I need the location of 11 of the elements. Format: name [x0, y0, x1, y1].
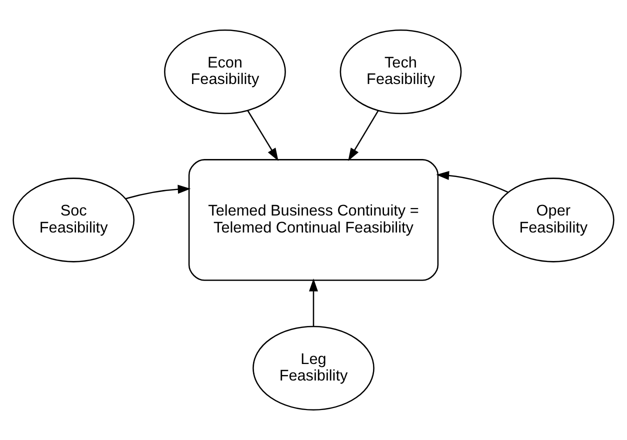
node-box: Telemed Business Continuity = Telemed Continual Feasibility — [188, 159, 439, 281]
node-ellipse: Leg Feasibility — [252, 326, 374, 411]
node-ellipse: Econ Feasibility — [164, 29, 286, 114]
arrow — [309, 278, 318, 326]
node-ellipse: Tech Feasibility — [340, 29, 462, 114]
arrow — [247, 110, 278, 161]
arrow — [348, 110, 379, 161]
arrow — [436, 171, 508, 193]
node-ellipse: Soc Feasibility — [12, 178, 135, 262]
arrow — [125, 184, 191, 200]
node-ellipse: Oper Feasibility — [492, 178, 614, 262]
